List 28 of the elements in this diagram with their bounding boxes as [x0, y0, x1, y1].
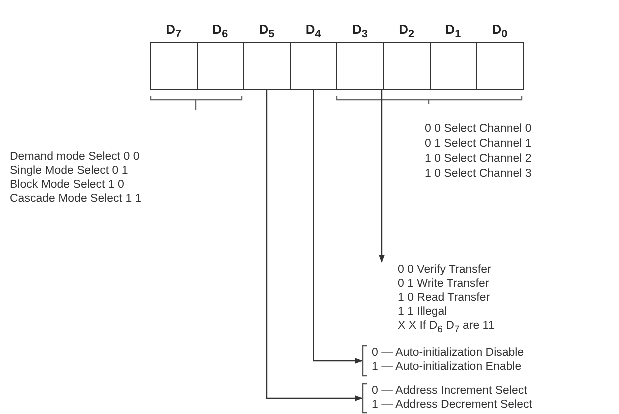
option-text: 0 1 Select Channel 1: [425, 137, 532, 151]
option-text: 0 1 Write Transfer: [398, 277, 490, 291]
option-text: 1 0 Select Channel 2: [425, 152, 532, 166]
bit-label: D$_{1}$: [444, 22, 462, 43]
arrow: [266, 90, 363, 402]
bit-label: D$_{5}$: [258, 22, 276, 43]
bit-label: D$_{7}$: [165, 22, 182, 43]
option-text: X X If D$_{6}$ D$_{7}$ are 11: [398, 319, 495, 338]
option-text: 0 0 Verify Transfer: [398, 263, 492, 277]
option-text: Single Mode Select 0 1: [10, 164, 128, 178]
option-text: Cascade Mode Select 1 1: [10, 192, 142, 206]
bit-label: D$_{0}$: [491, 22, 509, 43]
arrow: [379, 90, 385, 263]
option-text: 1 — Address Decrement Select: [372, 398, 532, 412]
option-text: 1 0 Read Transfer: [398, 291, 492, 305]
option-text: 0 — Auto-initialization Disable: [372, 346, 524, 360]
option-text: 0 0 Select Channel 0: [425, 122, 532, 136]
option-text: 1 — Auto-initialization Enable: [372, 360, 523, 374]
option-text: 1 0 Select Channel 3: [425, 167, 532, 181]
option-text: 0 — Address Increment Select: [372, 384, 528, 398]
option-text: Block Mode Select 1 0: [10, 178, 124, 192]
option-text: Demand mode Select 0 0: [10, 150, 140, 164]
bit-label: D$_{3}$: [351, 22, 369, 43]
bit-label: D$_{4}$: [304, 22, 322, 43]
arrow: [313, 90, 363, 364]
bit-label: D$_{6}$: [212, 22, 230, 43]
option-text: 1 1 Illegal: [398, 305, 448, 319]
bit-label: D$_{2}$: [398, 22, 416, 43]
